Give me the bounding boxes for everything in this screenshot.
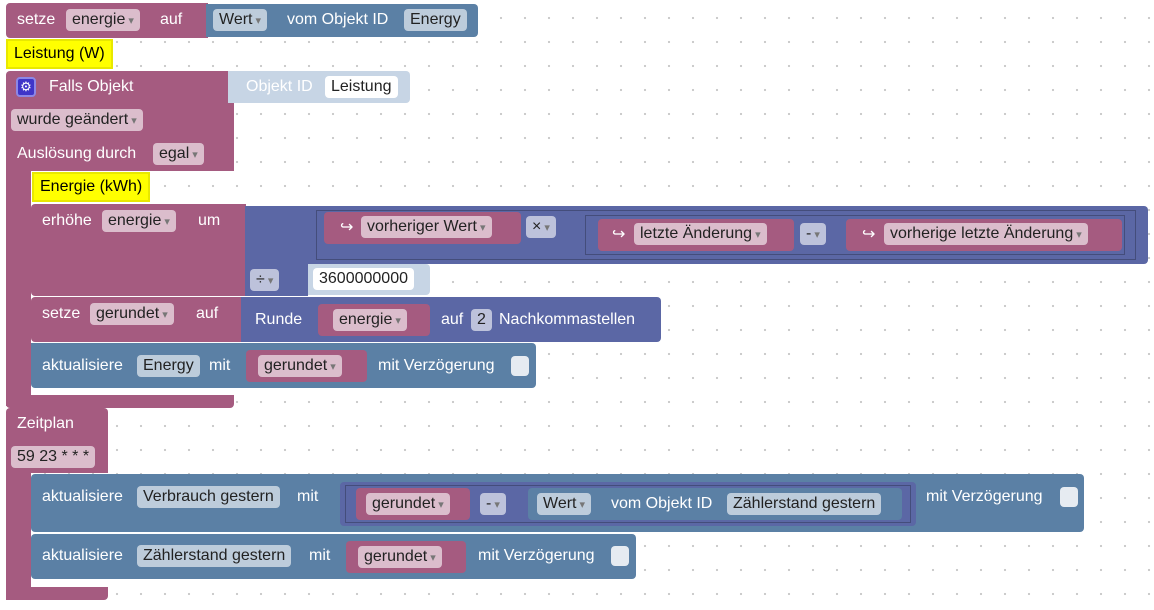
- consumption-value-dropdown[interactable]: Wert: [537, 493, 592, 515]
- increase-label: erhöhe: [42, 212, 92, 229]
- minus-operator-dropdown[interactable]: -: [800, 223, 826, 245]
- round-variable-dropdown[interactable]: energie: [333, 309, 407, 331]
- multiply-operator-dropdown[interactable]: ×: [526, 216, 556, 238]
- set-energie-value-dropdown[interactable]: Wert: [213, 9, 268, 31]
- set-energie-prefix: setze: [17, 11, 56, 28]
- update-meter-label: aktualisiere: [42, 547, 123, 564]
- divisor-value-field[interactable]: 3600000000: [313, 268, 414, 290]
- division-operator-dropdown[interactable]: ÷: [250, 269, 280, 291]
- update-consumption-delay-label: mit Verzögerung: [926, 488, 1043, 505]
- trigger-source-dropdown[interactable]: egal: [153, 143, 204, 165]
- set-gerundet-middle: auf: [196, 305, 219, 322]
- update-meter-variable-dropdown[interactable]: gerundet: [358, 546, 442, 568]
- update-consumption-object-field[interactable]: Verbrauch gestern: [137, 486, 280, 508]
- comment-energie[interactable]: Energie (kWh): [32, 172, 151, 202]
- schedule-block-arm: [6, 472, 31, 600]
- set-gerundet-variable-dropdown[interactable]: gerundet: [90, 303, 174, 325]
- set-energie-variable-dropdown[interactable]: energie: [66, 9, 140, 31]
- set-energie-middle: auf: [160, 11, 183, 28]
- gear-icon[interactable]: ⚙: [16, 77, 36, 97]
- round-to-label: auf: [441, 311, 464, 328]
- trigger-source-label: Auslösung durch: [17, 145, 137, 162]
- round-digits-label: Nachkommastellen: [499, 311, 636, 328]
- increase-variable-dropdown[interactable]: energie: [102, 210, 176, 232]
- consumption-subtraction-outline: [345, 485, 911, 523]
- consumption-object-label: vom Objekt ID: [611, 495, 713, 512]
- consumption-minus-dropdown[interactable]: -: [480, 493, 506, 515]
- update-energy-with-label: mit: [209, 357, 231, 374]
- consumption-variable-dropdown[interactable]: gerundet: [366, 493, 450, 515]
- schedule-block-footer: [6, 587, 108, 600]
- schedule-cron-field[interactable]: 59 23 * * *: [11, 446, 96, 468]
- update-energy-object-field[interactable]: Energy: [137, 355, 200, 377]
- last-change-arrow-icon: ↪: [612, 226, 626, 243]
- update-energy-delay-checkbox[interactable]: [511, 356, 529, 376]
- update-energy-delay-label: mit Verzögerung: [378, 357, 495, 374]
- update-consumption-with-label: mit: [297, 488, 319, 505]
- round-label: Runde: [255, 311, 303, 328]
- update-meter-object-field[interactable]: Zählerstand gestern: [137, 545, 292, 567]
- trigger-condition-dropdown[interactable]: wurde geändert: [11, 109, 143, 131]
- prev-value-arrow-icon: ↪: [340, 219, 354, 236]
- prev-value-dropdown[interactable]: vorheriger Wert: [361, 216, 492, 238]
- trigger-block-arm: [6, 170, 31, 406]
- update-energy-label: aktualisiere: [42, 357, 123, 374]
- set-gerundet-prefix: setze: [42, 305, 81, 322]
- consumption-object-id-field[interactable]: Zählerstand gestern: [727, 493, 882, 515]
- subtraction-inner-outline: [585, 215, 1125, 255]
- schedule-title: Zeitplan: [17, 415, 74, 432]
- update-energy-variable-dropdown[interactable]: gerundet: [258, 355, 342, 377]
- last-change-dropdown[interactable]: letzte Änderung: [634, 223, 767, 245]
- increase-by-label: um: [198, 212, 221, 229]
- trigger-title: Falls Objekt: [49, 78, 134, 95]
- update-meter-block[interactable]: [31, 534, 636, 579]
- set-energie-object-label: vom Objekt ID: [287, 11, 389, 28]
- update-meter-delay-checkbox[interactable]: [611, 546, 629, 566]
- set-energie-object-id-field[interactable]: Energy: [404, 9, 467, 31]
- round-block[interactable]: [241, 297, 661, 342]
- trigger-block-footer: [6, 395, 234, 408]
- update-meter-delay-label: mit Verzögerung: [478, 547, 595, 564]
- trigger-object-label: Objekt ID: [246, 78, 313, 95]
- round-digits-field[interactable]: 2: [471, 309, 492, 331]
- update-consumption-delay-checkbox[interactable]: [1060, 487, 1078, 507]
- multiplication-inner-outline: [316, 210, 1136, 260]
- trigger-object-id-field[interactable]: Leistung: [325, 76, 398, 98]
- update-meter-with-label: mit: [309, 547, 331, 564]
- prev-last-change-dropdown[interactable]: vorherige letzte Änderung: [884, 223, 1088, 245]
- comment-leistung[interactable]: Leistung (W): [6, 39, 113, 69]
- update-consumption-label: aktualisiere: [42, 488, 123, 505]
- prev-last-change-arrow-icon: ↪: [862, 226, 876, 243]
